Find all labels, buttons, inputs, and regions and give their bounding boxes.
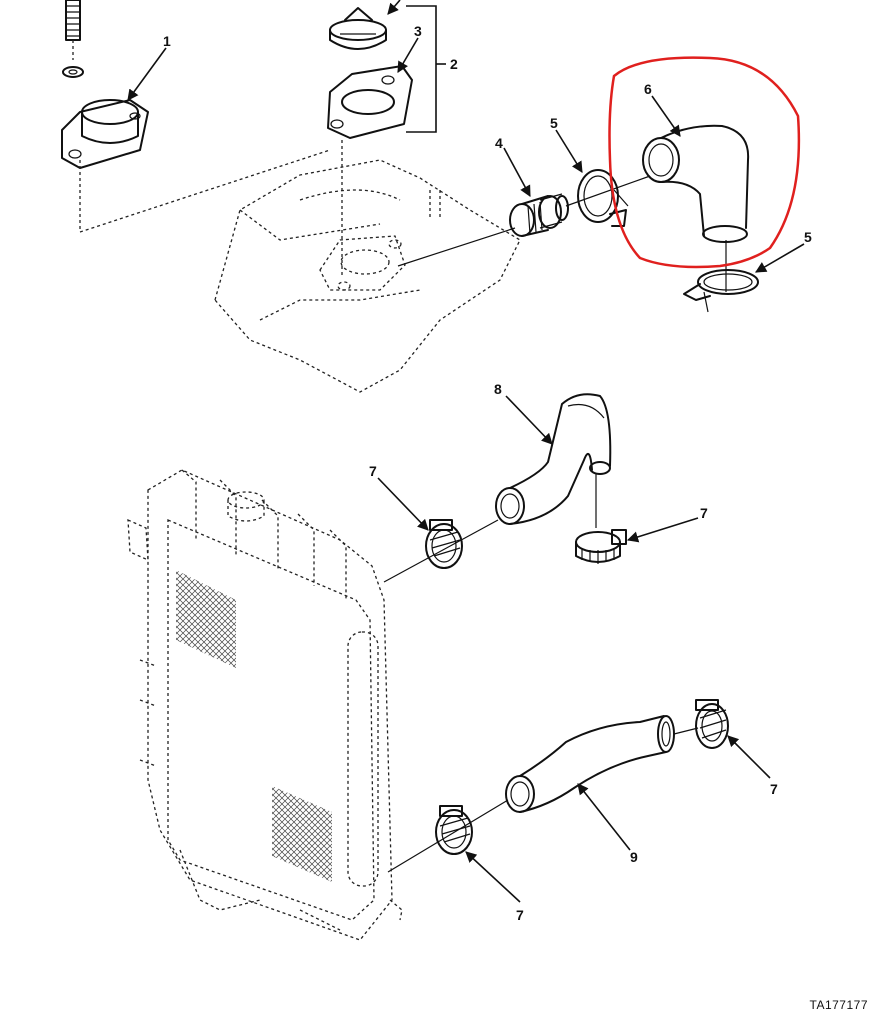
hose-fitting — [509, 193, 569, 237]
figure-id: TA177177 — [809, 998, 868, 1012]
callout-7-lower-left: 7 — [516, 907, 524, 923]
callout-5-lower: 5 — [804, 229, 812, 245]
assembly-line-upper-radiator — [383, 519, 499, 583]
callout-2: 2 — [450, 56, 458, 72]
hose-clamp-upper-right — [575, 529, 627, 564]
spring-clamp-lower — [683, 269, 759, 313]
callout-1: 1 — [163, 33, 171, 49]
callout-7-lower-right: 7 — [770, 781, 778, 797]
callout-3: 3 — [414, 23, 422, 39]
elbow-hose — [642, 124, 750, 243]
hose-clamp-lower-left — [435, 805, 473, 855]
gasket — [327, 65, 413, 139]
thermostat — [329, 7, 387, 50]
callout-4: 4 — [495, 135, 503, 151]
highlight-outline — [608, 56, 801, 269]
callout-5-upper: 5 — [550, 115, 558, 131]
radiator — [127, 469, 403, 941]
assembly-line-lower-hose-clamp — [673, 727, 699, 735]
assembly-line-clamp-upper — [565, 175, 651, 207]
callout-7-upper-left: 7 — [369, 463, 377, 479]
callout-6: 6 — [644, 81, 652, 97]
hose-clamp-lower-right — [695, 699, 729, 749]
engine-thermostat-housing — [214, 159, 521, 393]
thermostat-housing-cover — [61, 99, 149, 232]
hose-clamp-upper-left — [425, 519, 463, 569]
callout-7-upper-right: 7 — [700, 505, 708, 521]
assembly-line-cover — [79, 149, 331, 233]
callout-8: 8 — [494, 381, 502, 397]
lower-radiator-hose — [505, 715, 675, 813]
assembly-line-fitting — [397, 227, 516, 267]
bracket-part-2 — [406, 5, 437, 133]
callout-9: 9 — [630, 849, 638, 865]
assembly-line-lower-radiator — [387, 799, 509, 873]
leader-lines — [127, 0, 805, 903]
upper-radiator-hose — [495, 393, 612, 525]
bolt — [62, 0, 84, 78]
spring-clamp-upper — [577, 169, 629, 227]
